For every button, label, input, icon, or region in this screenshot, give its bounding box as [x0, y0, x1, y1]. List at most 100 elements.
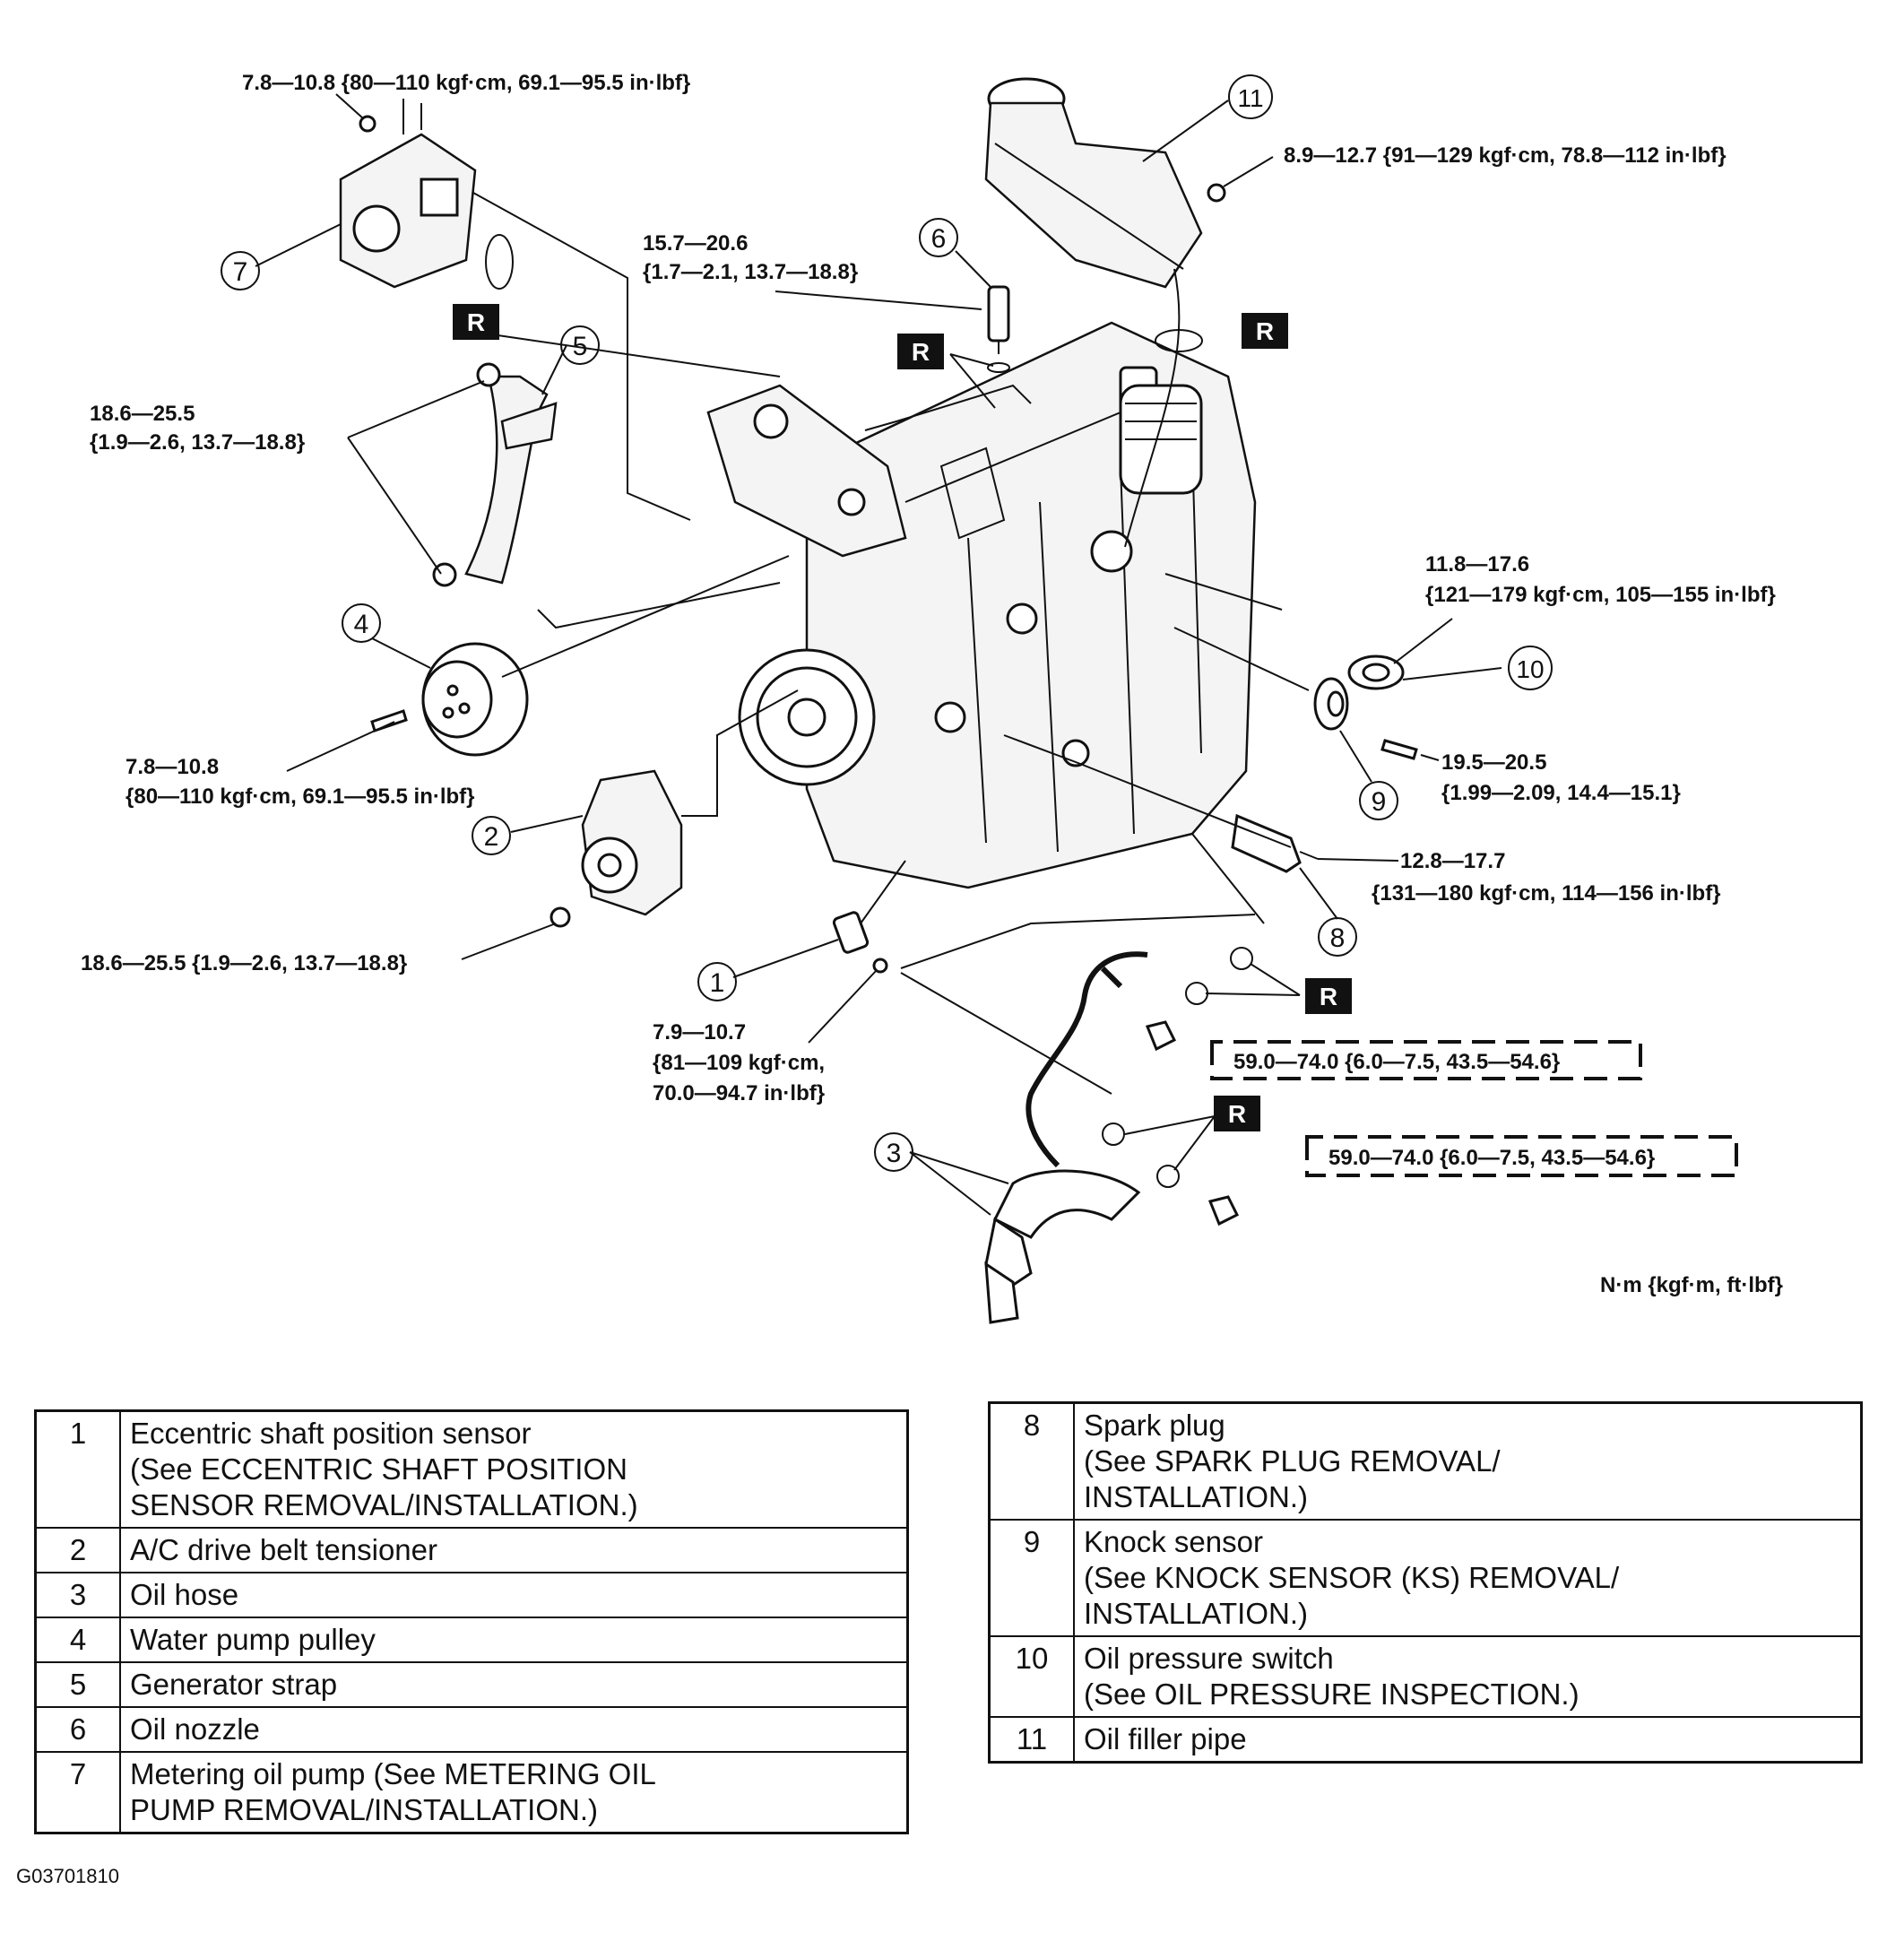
- legend-description: Oil filler pipe: [1073, 1716, 1863, 1764]
- torque-esps-2: {81—109 kgf·cm,: [653, 1051, 825, 1075]
- hose-washer-3: [1102, 1123, 1125, 1146]
- legend-number: 4: [34, 1617, 121, 1663]
- dash-box-a: [1210, 1040, 1642, 1080]
- esps-bolt: [872, 958, 888, 974]
- pulley-bolt: [370, 709, 408, 732]
- replace-badge-filler: R: [1242, 313, 1288, 349]
- torque-strap-1: 18.6—25.5: [90, 402, 195, 426]
- callout-3: 3: [874, 1132, 913, 1172]
- svg-text:2: 2: [484, 822, 499, 852]
- legend-description-line: Knock sensor: [1084, 1525, 1263, 1558]
- legend-row: 8 Spark plug(See SPARK PLUG REMOVAL/INSTA…: [988, 1401, 1863, 1521]
- svg-text:6: 6: [931, 224, 947, 254]
- svg-text:R: R: [1228, 1100, 1246, 1128]
- torque-pulley-1: 7.8—10.8: [125, 755, 219, 779]
- legend-number: 1: [34, 1409, 121, 1529]
- torque-strap-2: {1.9—2.6, 13.7—18.8}: [90, 430, 305, 455]
- svg-text:R: R: [1320, 983, 1337, 1010]
- spark-plug: [1231, 813, 1319, 873]
- strap-bolt-lower: [432, 562, 457, 587]
- ptr-pump-bolt: [335, 93, 364, 119]
- ptr-knock: [1420, 754, 1440, 761]
- replace-badge-nozzle: R: [897, 334, 944, 369]
- legend-number: 8: [988, 1401, 1075, 1521]
- hose-washer-4: [1156, 1165, 1180, 1188]
- torque-ops-1: 11.8—17.6: [1425, 552, 1529, 576]
- legend-description: Generator strap: [119, 1661, 909, 1708]
- legend-number: 7: [34, 1751, 121, 1834]
- legend-number: 5: [34, 1661, 121, 1708]
- torque-hose-b: 59.0—74.0 {6.0—7.5, 43.5—54.6}: [1328, 1146, 1655, 1170]
- units-note: N·m {kgf·m, ft·lbf}: [1600, 1273, 1783, 1297]
- legend-description-line: A/C drive belt tensioner: [130, 1533, 438, 1566]
- callout-9: 9: [1359, 781, 1398, 820]
- metering-oil-pump: [339, 99, 477, 289]
- filler-bolt: [1207, 183, 1226, 203]
- ac-drive-belt-tensioner: [581, 769, 683, 916]
- legend-description: Oil pressure switch(See OIL PRESSURE INS…: [1073, 1635, 1863, 1718]
- ptr-callout-10: [1402, 667, 1502, 680]
- torque-ops-2: {121—179 kgf·cm, 105—155 in·lbf}: [1425, 583, 1776, 607]
- legend-description-line: (See KNOCK SENSOR (KS) REMOVAL/: [1084, 1561, 1620, 1594]
- legend-description-line: Spark plug: [1084, 1409, 1225, 1442]
- legend-number: 6: [34, 1706, 121, 1753]
- svg-text:R: R: [467, 308, 485, 336]
- ptr-spark: [1317, 858, 1399, 862]
- strap-bolt-upper: [476, 362, 501, 387]
- torque-filler: 8.9—12.7 {91—129 kgf·cm, 78.8—112 in·lbf…: [1284, 143, 1727, 168]
- legend-description-line: INSTALLATION.): [1084, 1480, 1308, 1513]
- callout-8: 8: [1318, 917, 1357, 957]
- torque-pump-bolt: 7.8—10.8 {80—110 kgf·cm, 69.1—95.5 in·lb…: [242, 71, 690, 95]
- ptr-esps: [808, 969, 878, 1044]
- parts-legend-right: 8 Spark plug(See SPARK PLUG REMOVAL/INSTA…: [988, 1401, 1863, 1764]
- callout-4: 4: [342, 603, 381, 643]
- legend-number: 2: [34, 1527, 121, 1573]
- callout-7: 7: [221, 251, 260, 290]
- ptr-callout-4: [371, 637, 431, 669]
- torque-spark-2: {131—180 kgf·cm, 114—156 in·lbf}: [1372, 881, 1721, 906]
- svg-text:4: 4: [354, 610, 369, 639]
- pump-gasket: [485, 234, 514, 290]
- ptr-callout-6: [955, 250, 991, 288]
- dash-box-b: [1305, 1135, 1738, 1177]
- ptr-strap: [347, 380, 485, 575]
- svg-text:3: 3: [887, 1139, 902, 1168]
- ptr-callout-2: [510, 815, 584, 833]
- ptr-ops: [1393, 618, 1453, 664]
- svg-text:R: R: [912, 338, 930, 366]
- legend-description-line: Oil filler pipe: [1084, 1722, 1247, 1755]
- ptr-callout-1: [732, 939, 839, 978]
- svg-text:5: 5: [573, 332, 588, 361]
- callout-10: 10: [1508, 646, 1553, 690]
- filler-oring: [1155, 329, 1203, 352]
- hose-bolt-1: [1145, 1020, 1177, 1052]
- legend-description-line: Oil nozzle: [130, 1712, 260, 1746]
- oil-hose: [984, 951, 1148, 1324]
- replace-badge-hose-lower: R: [1214, 1096, 1260, 1131]
- legend-number: 11: [988, 1716, 1075, 1764]
- torque-esps-3: 70.0—94.7 in·lbf}: [653, 1081, 825, 1105]
- legend-description-line: Water pump pulley: [130, 1623, 376, 1656]
- leader-lines: [472, 192, 1310, 1095]
- ptr-callout-8: [1299, 867, 1338, 920]
- exploded-engine-diagram: R R R R R 1 2 3 4 5 6 7 8 9 10 11 7.8—10…: [81, 71, 1783, 1324]
- legend-number: 3: [34, 1572, 121, 1618]
- legend-description-line: (See SPARK PLUG REMOVAL/: [1084, 1444, 1501, 1478]
- svg-text:8: 8: [1330, 923, 1346, 953]
- legend-description-line: SENSOR REMOVAL/INSTALLATION.): [130, 1488, 638, 1521]
- ptr-badge-nozzle: [949, 353, 996, 409]
- legend-description-line: Oil pressure switch: [1084, 1642, 1334, 1675]
- ptr-callout-11: [1142, 100, 1229, 162]
- ptr-pulley: [286, 721, 395, 772]
- torque-pulley-2: {80—110 kgf·cm, 69.1—95.5 in·lbf}: [125, 784, 475, 809]
- legend-description: A/C drive belt tensioner: [119, 1527, 909, 1573]
- ptr-badge-hose1: [1205, 963, 1301, 996]
- legend-description-line: Oil hose: [130, 1578, 239, 1611]
- legend-description: Knock sensor(See KNOCK SENSOR (KS) REMOV…: [1073, 1519, 1863, 1637]
- legend-description: Eccentric shaft position sensor(See ECCE…: [119, 1409, 909, 1529]
